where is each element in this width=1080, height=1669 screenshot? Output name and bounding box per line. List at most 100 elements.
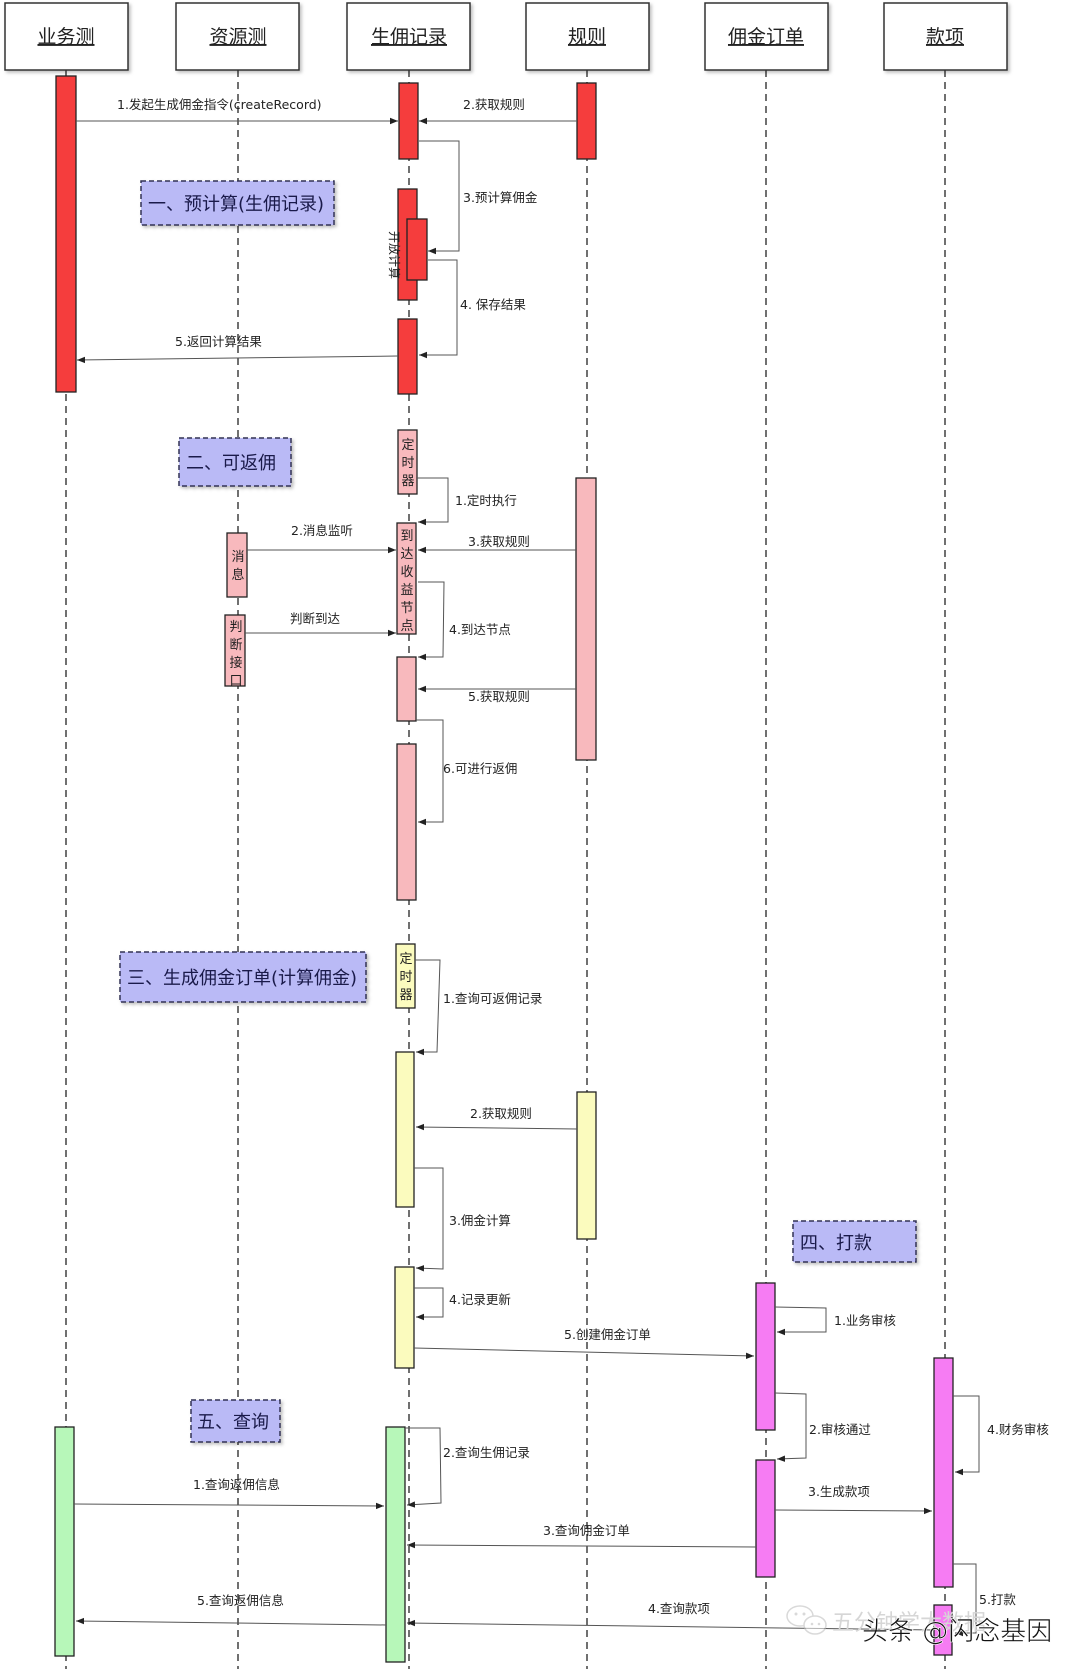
- msg-p1-1-label: 1.发起生成佣金指令(createRecord): [117, 97, 322, 112]
- activation-rec-p3a: [395, 1051, 415, 1208]
- msg-p5-2: [405, 1427, 442, 1508]
- msg-p1-3: [419, 140, 460, 255]
- msg-p2-4: [418, 581, 445, 661]
- activation-res-judge-api: [224, 614, 246, 687]
- actor-rec[interactable]: 生佣记录: [346, 2, 471, 71]
- wechat-icon: [786, 1605, 827, 1635]
- actor-pay[interactable]: 款项: [883, 2, 1008, 71]
- reach-char: 点: [400, 619, 413, 634]
- note-phase3: 三、生成佣金订单(计算佣金): [119, 951, 367, 1003]
- msg-p4-3-label: 3.生成款项: [808, 1484, 870, 1499]
- msg-p5-5: [75, 1617, 387, 1626]
- msg-p4-4-label: 4.财务审核: [987, 1422, 1049, 1437]
- actor-biz[interactable]: 业务测: [4, 2, 129, 71]
- msg-p2-4-label: 4.到达节点: [449, 622, 511, 637]
- actor-rule[interactable]: 规则: [525, 2, 650, 71]
- msg-p2-2-label: 2.消息监听: [291, 523, 353, 538]
- activation-biz-p5: [54, 1426, 75, 1657]
- activation-rec-nested: [406, 218, 428, 281]
- reach-char: 收: [400, 565, 413, 580]
- msg-p4-2-label: 2.审核通过: [809, 1422, 871, 1437]
- timer-char: 定: [401, 438, 414, 453]
- activation-rec-p3b: [394, 1266, 415, 1369]
- msg-p5-3: [406, 1541, 757, 1549]
- activation-rule-p1: [576, 82, 597, 160]
- activation-biz-p1: [55, 75, 77, 393]
- msg-p1-5-label: 5.返回计算结果: [175, 334, 262, 349]
- msg-p3-4: [414, 1287, 444, 1321]
- activation-rec-reach-node: [396, 522, 417, 635]
- msg-p4-4: [953, 1395, 980, 1476]
- note-phase5: 五、查询: [190, 1399, 281, 1443]
- msg-p3-3: [414, 1167, 444, 1272]
- judge-char: 口: [229, 674, 242, 689]
- msg-p1-2-label: 2.获取规则: [463, 97, 525, 112]
- timer-char: 器: [399, 988, 412, 1003]
- msg-p3-3-label: 3.佣金计算: [449, 1213, 511, 1228]
- message-char: 息: [231, 567, 244, 583]
- timer-char: 器: [401, 474, 414, 489]
- activation-rec-p2a: [396, 656, 417, 722]
- msg-p1-4: [419, 259, 458, 359]
- msg-p3-5: [413, 1347, 755, 1360]
- msg-p4-5: [953, 1563, 977, 1637]
- activation-rule-p3: [576, 1091, 597, 1240]
- msg-p2-1-label: 1.定时执行: [455, 493, 517, 508]
- actor-headers: 业务测 资源测 生佣记录 规则 佣金订单 款项: [4, 2, 1008, 71]
- note-phase2-label: 二、可返佣: [186, 453, 276, 474]
- msg-p2-3-label: 3.获取规则: [468, 534, 530, 549]
- phase-3: 三、生成佣金订单(计算佣金) 定 时 器 1.查询可返佣记录 2.获取规则 3.…: [119, 943, 755, 1369]
- msg-p3-2: [415, 1123, 578, 1131]
- msg-p3-5-label: 5.创建佣金订单: [564, 1327, 651, 1342]
- note-phase3-label: 三、生成佣金订单(计算佣金): [127, 968, 357, 989]
- watermark: 五分钟学大数据 头条 @闪念基因: [786, 1605, 1053, 1647]
- note-phase1: 一、预计算(生佣记录): [140, 180, 335, 226]
- activation-rule-p2: [575, 477, 597, 761]
- msg-p5-3-label: 3.查询佣金订单: [543, 1523, 630, 1538]
- activation-rec-timer-p3: [395, 943, 416, 1009]
- judge-char: 断: [229, 638, 242, 653]
- timer-char: 时: [399, 970, 412, 985]
- phase-5: 五、查询 1.查询返佣信息 2.查询生佣记录 3.查询佣金订单 4.查询款项 5…: [54, 1399, 935, 1663]
- msg-p4-2: [774, 1392, 807, 1462]
- note-phase4-label: 四、打款: [800, 1233, 872, 1254]
- watermark-faint-text: 五分钟学大数据: [832, 1611, 986, 1636]
- msg-p2-5-label: 5.获取规则: [468, 689, 530, 704]
- reach-char: 到: [400, 529, 413, 544]
- msg-p5-2-label: 2.查询生佣记录: [443, 1445, 530, 1460]
- actor-label: 规则: [568, 26, 606, 48]
- msg-p2-6: [416, 719, 444, 826]
- activation-rec-p2b: [396, 743, 417, 901]
- reach-char: 益: [400, 583, 413, 598]
- activation-rec-p5: [385, 1426, 406, 1663]
- msg-p4-1: [774, 1306, 827, 1336]
- timer-char: 定: [399, 952, 412, 967]
- msg-p5-1-label: 1.查询返佣信息: [193, 1477, 280, 1492]
- watermark-text: 头条 @闪念基因: [862, 1617, 1052, 1647]
- activation-rec-timer: [397, 429, 418, 495]
- activation-pay-p4a: [933, 1357, 954, 1588]
- actor-label: 款项: [926, 26, 964, 48]
- msg-p5-4-label: 4.查询款项: [648, 1601, 710, 1616]
- phase-4: 四、打款 1.业务审核 2.审核通过 3.生成款项 4.财务审核 5.打款: [755, 1220, 1049, 1656]
- actor-ord[interactable]: 佣金订单: [704, 2, 829, 71]
- msg-p1-3-label: 3.预计算佣金: [463, 190, 538, 205]
- msg-p5-5-label: 5.查询返佣信息: [197, 1593, 284, 1608]
- note-phase4: 四、打款: [792, 1220, 917, 1263]
- open-calc-label: 开放计算: [387, 231, 402, 279]
- activation-ord-p4b: [755, 1459, 776, 1578]
- phase-2: 二、可返佣 定 时 器 到 达 收 益 节 点 消 息 判 断 接 口 1.定时…: [178, 429, 597, 901]
- msg-p3-1-label: 1.查询可返佣记录: [443, 991, 542, 1006]
- activation-rec-p1b: [397, 318, 418, 395]
- note-phase2: 二、可返佣: [178, 437, 292, 487]
- msg-p5-4: [406, 1619, 935, 1631]
- activation-res-message: [226, 532, 248, 598]
- actor-label: 资源测: [209, 26, 266, 48]
- actor-res[interactable]: 资源测: [175, 2, 300, 71]
- timer-char: 时: [401, 456, 414, 471]
- actor-label: 生佣记录: [371, 26, 447, 48]
- msg-p4-3: [774, 1507, 933, 1515]
- message-char: 消: [231, 550, 244, 565]
- activation-rec-p1a: [398, 82, 419, 160]
- reach-char: 节: [400, 601, 413, 616]
